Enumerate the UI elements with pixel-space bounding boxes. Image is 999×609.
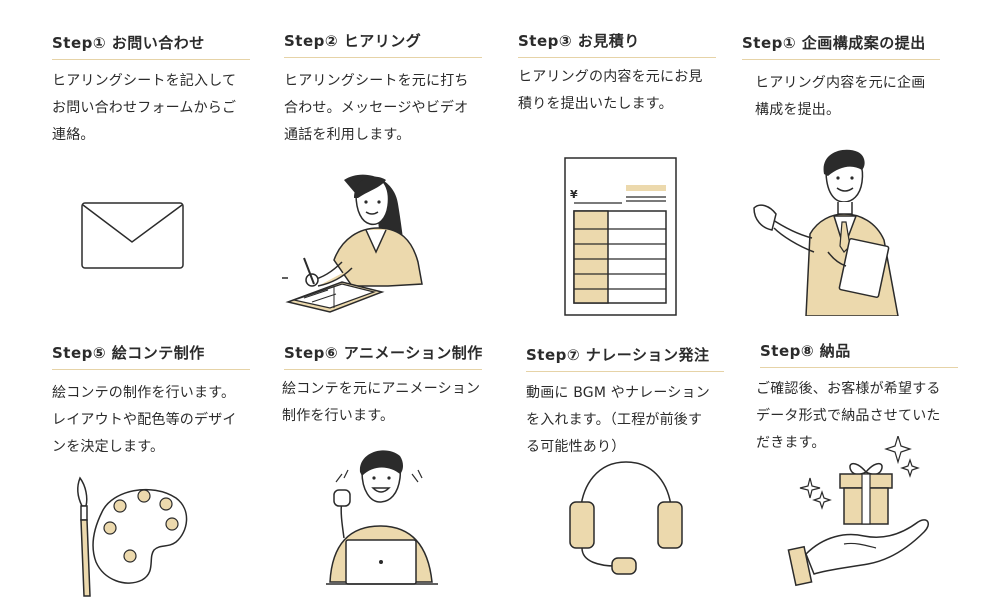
man-laptop-illustration — [326, 450, 438, 585]
step-4-description: ヒアリング内容を元に企画 構成を提出。 — [755, 75, 926, 118]
woman-writing-illustration — [282, 174, 423, 313]
step-1-title: Step① お問い合わせ — [52, 32, 250, 60]
step-4-title: Step① 企画構成案の提出 — [742, 32, 940, 60]
palette-brush-icon — [77, 476, 188, 597]
estimate-document-icon — [564, 157, 677, 316]
step-5-description: 絵コンテの制作を行います。 レイアウトや配色等のデザイ ンを決定します。 — [52, 385, 237, 455]
gift-hand-icon — [787, 436, 929, 587]
step-7-title: Step⑦ ナレーション発注 — [526, 344, 724, 372]
step-2-description: ヒアリングシートを元に打ち 合わせ。メッセージやビデオ 通話を利用します。 — [284, 73, 469, 143]
step-5-title: Step⑤ 絵コンテ制作 — [52, 342, 250, 370]
step-1-description: ヒアリングシートを記入して お問い合わせフォームからご 連絡。 — [52, 73, 237, 143]
step-3-description: ヒアリングの内容を元にお見 積りを提出いたします。 — [518, 69, 703, 112]
step-8-description: ご確認後、お客様が希望する データ形式で納品させていた だきます。 — [756, 381, 941, 451]
envelope-icon — [81, 202, 184, 269]
step-3-title: Step③ お見積り — [518, 30, 716, 58]
step-8-title: Step⑧ 納品 — [760, 340, 958, 368]
step-6-description: 絵コンテを元にアニメーション 制作を行います。 — [282, 381, 481, 424]
step-7-description: 動画に BGM やナレーション を入れます。（工程が前後す る可能性あり） — [526, 385, 710, 455]
step-6-title: Step⑥ アニメーション制作 — [284, 342, 482, 370]
step-2-title: Step② ヒアリング — [284, 30, 482, 58]
man-presenting-illustration — [753, 149, 899, 316]
yen-symbol: ¥ — [570, 188, 578, 201]
headset-icon — [569, 461, 683, 575]
